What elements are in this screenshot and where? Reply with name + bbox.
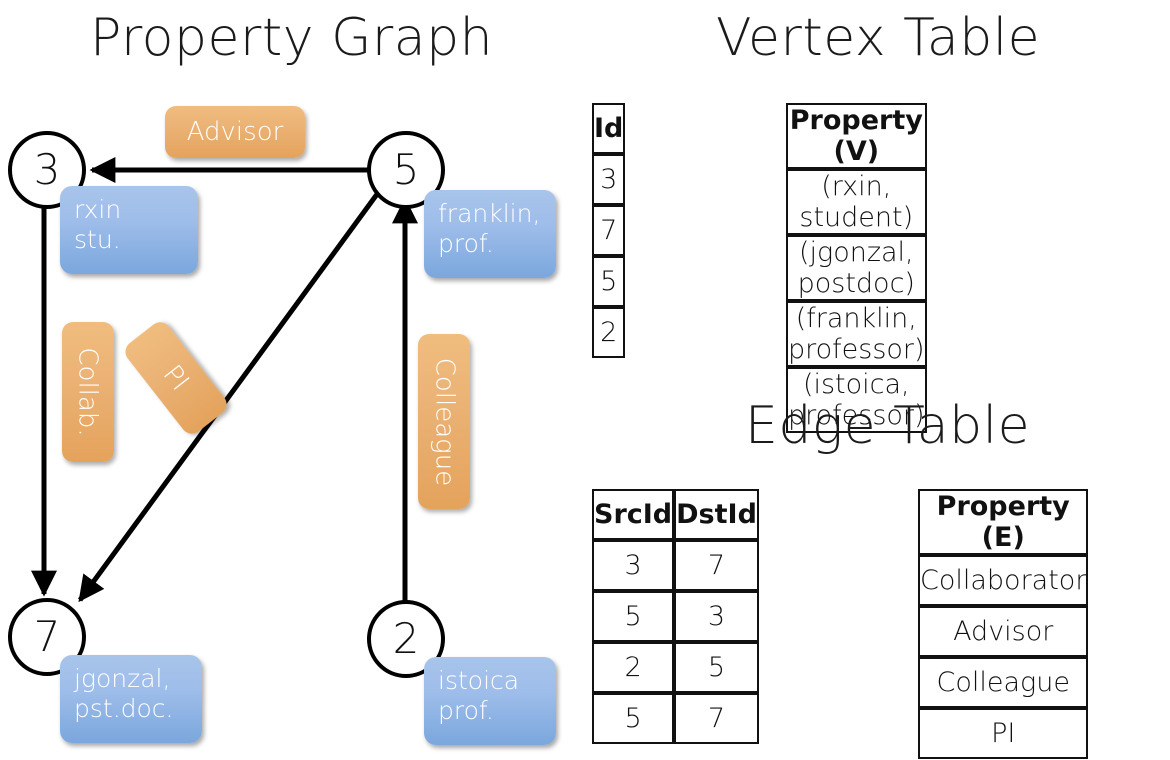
vertex-table-cell-id: 7 <box>592 205 626 256</box>
edge-label-collab: Collab. <box>73 347 103 437</box>
table-row[interactable]: Collaborator <box>918 555 1089 606</box>
vertex-box-rxin-line2: stu. <box>74 224 121 254</box>
graph-node-3-label: 3 <box>33 145 61 194</box>
table-row[interactable]: 5 <box>592 256 626 307</box>
page-title-edge-table: Edge Table <box>745 396 1031 456</box>
table-row[interactable]: PI <box>918 708 1089 759</box>
vertex-table-header-property: Property (V) <box>786 103 927 169</box>
vertex-property-box-jgonzal[interactable]: jgonzal, pst.doc. <box>60 655 202 743</box>
table-row[interactable]: 3 <box>592 154 626 205</box>
table-row[interactable]: 5 7 <box>592 693 759 744</box>
edge-table-property-column: Property (E) Collaborator Advisor Collea… <box>918 489 1089 759</box>
vertex-table-cell-property: (istoica, professor) <box>786 367 927 433</box>
edge-table-cell-srcid: 5 <box>592 591 675 642</box>
edge-label-box-collab[interactable]: Collab. <box>62 322 114 462</box>
table-header-row: Property (E) <box>918 489 1089 555</box>
edge-table-cell-property: PI <box>918 708 1089 759</box>
vertex-table-cell-property: (jgonzal, postdoc) <box>786 235 927 301</box>
edge-label-pi: PI <box>156 359 196 397</box>
table-header-row: Property (V) <box>786 103 927 169</box>
page-title-vertex-table: Vertex Table <box>716 8 1041 68</box>
edge-table-cell-dstid: 5 <box>674 642 759 693</box>
table-row[interactable]: Colleague <box>918 657 1089 708</box>
edge-table-id-columns: SrcId DstId 3 7 5 3 2 5 5 7 <box>592 489 759 744</box>
graph-node-7-label: 7 <box>33 612 61 661</box>
page-title-property-graph: Property Graph <box>90 8 494 68</box>
table-row[interactable]: 7 <box>592 205 626 256</box>
edge-5-to-7 <box>77 184 386 603</box>
vertex-table-cell-property: (franklin, professor) <box>786 301 927 367</box>
vertex-box-rxin-line1: rxin <box>74 195 122 224</box>
table-row[interactable]: Advisor <box>918 606 1089 657</box>
vertex-property-box-rxin[interactable]: rxin stu. <box>60 186 198 274</box>
edge-table-header-srcid: SrcId <box>592 489 675 540</box>
edge-table-cell-property: Collaborator <box>918 555 1089 606</box>
graph-node-5-label: 5 <box>392 145 420 194</box>
table-row[interactable]: (franklin, professor) <box>786 301 927 367</box>
vertex-table-cell-id: 5 <box>592 256 626 307</box>
vertex-box-jgonzal-line1: jgonzal, <box>74 664 171 693</box>
graph-node-2[interactable]: 2 <box>367 600 445 678</box>
vertex-table-cell-id: 2 <box>592 307 626 358</box>
edge-table-cell-property: Advisor <box>918 606 1089 657</box>
vertex-table-cell-id: 3 <box>592 154 626 205</box>
edge-table-header-property: Property (E) <box>918 489 1089 555</box>
table-row[interactable]: 5 3 <box>592 591 759 642</box>
table-row[interactable]: (jgonzal, postdoc) <box>786 235 927 301</box>
edge-table-cell-dstid: 7 <box>674 540 759 591</box>
table-header-row: Id <box>592 103 626 154</box>
table-row[interactable]: (istoica, professor) <box>786 367 927 433</box>
edge-table-cell-property: Colleague <box>918 657 1089 708</box>
property-graph-panel: Property Graph 3 5 7 2 <box>8 8 556 745</box>
edge-table-cell-srcid: 3 <box>592 540 675 591</box>
edge-label-box-colleague[interactable]: Colleague <box>418 334 470 509</box>
table-row[interactable]: 2 5 <box>592 642 759 693</box>
vertex-table-id-column: Id 3 7 5 2 <box>592 103 626 358</box>
vertex-box-franklin-line2: prof. <box>438 228 494 258</box>
edge-label-colleague: Colleague <box>429 357 460 486</box>
vertex-table-cell-property: (rxin, student) <box>786 169 927 235</box>
vertex-property-box-istoica[interactable]: istoica prof. <box>424 657 556 745</box>
graph-edges-svg <box>31 157 418 604</box>
vertex-property-box-franklin[interactable]: franklin, prof. <box>424 190 556 278</box>
table-row[interactable]: 2 <box>592 307 626 358</box>
edge-label-advisor: Advisor <box>186 117 284 147</box>
vertex-table-property-column: Property (V) (rxin, student) (jgonzal, p… <box>786 103 927 433</box>
edge-table-cell-srcid: 5 <box>592 693 675 744</box>
vertex-box-istoica-line1: istoica <box>438 666 520 695</box>
edge-table-cell-dstid: 3 <box>674 591 759 642</box>
vertex-table-header-id: Id <box>592 103 626 154</box>
edge-table-header-dstid: DstId <box>674 489 759 540</box>
table-header-row: SrcId DstId <box>592 489 759 540</box>
vertex-box-jgonzal-line2: pst.doc. <box>74 693 174 723</box>
table-row[interactable]: (rxin, student) <box>786 169 927 235</box>
vertex-box-istoica-line2: prof. <box>438 695 494 725</box>
graph-node-2-label: 2 <box>392 614 420 663</box>
table-row[interactable]: 3 7 <box>592 540 759 591</box>
edge-label-box-advisor[interactable]: Advisor <box>165 106 305 158</box>
vertex-box-franklin-line1: franklin, <box>438 199 541 228</box>
edge-table-cell-srcid: 2 <box>592 642 675 693</box>
edge-table-cell-dstid: 7 <box>674 693 759 744</box>
